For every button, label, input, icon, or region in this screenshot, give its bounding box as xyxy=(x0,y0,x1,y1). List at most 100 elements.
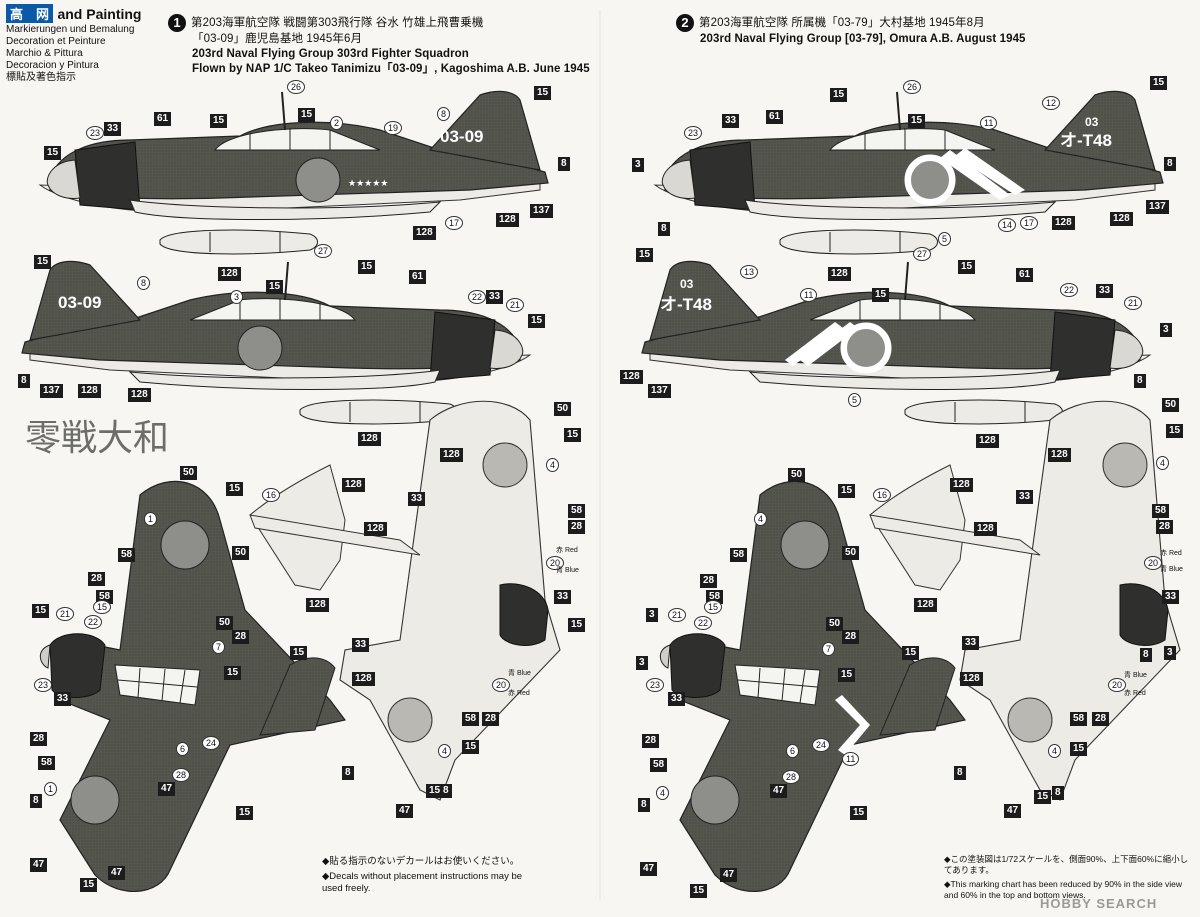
callout-128-e: 128 xyxy=(128,388,151,402)
callout-3-f: 3 xyxy=(636,656,648,670)
callout-4-c: 4 xyxy=(1156,456,1170,470)
callout-15-c: 15 xyxy=(534,86,552,100)
language-line-3: Decoracion y Pintura xyxy=(6,60,99,71)
callout-4-b: 4 xyxy=(438,744,452,758)
legend-blue-2: 青 Blue xyxy=(508,670,531,677)
scheme2-fuselage-band-1 xyxy=(940,150,1010,200)
legend-red-2: 赤 Red xyxy=(508,690,530,697)
callout-128-h: 128 xyxy=(342,478,365,492)
callout-33-i: 33 xyxy=(1016,490,1034,504)
zero-logo-kanji: 零戦大和 xyxy=(25,417,169,458)
callout-7-a: 7 xyxy=(212,640,226,654)
callout-23-a: 23 xyxy=(86,126,105,140)
callout-8-g: 8 xyxy=(30,794,42,808)
callout-15-j: 15 xyxy=(226,482,244,496)
callout-15-v: 15 xyxy=(908,114,926,128)
callout-15-ad: 15 xyxy=(838,668,856,682)
callout-28-i: 28 xyxy=(842,630,860,644)
scheme2-jp-line: 第203海軍航空隊 所属機「03-79」大村基地 1945年8月 xyxy=(699,17,985,30)
callout-15-n: 15 xyxy=(290,646,308,660)
callout-58-a: 58 xyxy=(568,504,586,518)
callout-8-c: 8 xyxy=(137,276,151,290)
callout-4-a: 4 xyxy=(546,458,560,472)
scheme1-droptank-1 xyxy=(159,229,318,255)
callout-12: 12 xyxy=(1042,96,1061,110)
callout-15-q: 15 xyxy=(426,784,444,798)
callout-50-d: 50 xyxy=(216,616,234,630)
callout-8-j: 8 xyxy=(1134,374,1146,388)
callout-128-b: 128 xyxy=(413,226,436,240)
callout-23-c: 23 xyxy=(684,126,703,140)
callout-15-ah: 15 xyxy=(690,884,708,898)
callout-2: 2 xyxy=(330,116,344,130)
callout-128-u: 128 xyxy=(960,672,983,686)
callout-21-b: 21 xyxy=(56,607,75,621)
callout-15-m: 15 xyxy=(568,618,586,632)
callout-128-p: 128 xyxy=(976,434,999,448)
callout-15-af: 15 xyxy=(1034,790,1052,804)
language-line-4: 標貼及著色指示 xyxy=(6,72,76,83)
callout-28-k: 28 xyxy=(642,734,660,748)
scheme1-side-view-left xyxy=(39,90,549,221)
scheme2-tail-code-top: 03 xyxy=(1085,115,1099,129)
callout-33-b: 33 xyxy=(486,290,504,304)
site-logo: 高 网 xyxy=(6,4,54,23)
scheme1-hinomaru-side xyxy=(295,157,341,203)
language-line-0: Markierungen und Bemalung xyxy=(6,24,135,35)
callout-8-h: 8 xyxy=(1164,157,1176,171)
callout-23-d: 23 xyxy=(646,678,665,692)
note-right-jp: ◆この塗装図は1/72スケールを、側面90%、上下面60%に縮小してあります。 xyxy=(944,854,1189,875)
callout-27-b: 27 xyxy=(913,247,932,261)
callout-137-c: 137 xyxy=(1146,200,1169,214)
callout-128-t: 128 xyxy=(914,598,937,612)
callout-17-b: 17 xyxy=(1020,216,1039,230)
callout-24-b: 24 xyxy=(812,738,831,752)
scheme1-hinomaru-side-2 xyxy=(237,325,283,371)
callout-50-f: 50 xyxy=(788,468,806,482)
notes-left: ◆貼る指示のないデカールはお使いください。 ◆Decals without pl… xyxy=(322,856,542,898)
scheme2-hinomaru-side xyxy=(909,159,951,201)
callout-15-w: 15 xyxy=(636,248,654,262)
header-block: 高 网 and Painting Markierungen und Bemalu… xyxy=(6,4,156,84)
callout-50-b: 50 xyxy=(180,466,198,480)
callout-47-b: 47 xyxy=(396,804,414,818)
callout-15-p: 15 xyxy=(462,740,480,754)
callout-22-a: 22 xyxy=(468,290,487,304)
callout-20-d: 20 xyxy=(1108,678,1127,692)
callout-15-z: 15 xyxy=(1166,424,1184,438)
scheme2-fuselage-band-2 xyxy=(955,148,1025,195)
scheme2-number-badge: 2 xyxy=(676,14,694,32)
callout-8-d: 8 xyxy=(18,374,30,388)
scheme1-number-badge: 1 xyxy=(168,14,186,32)
callout-28-c: 28 xyxy=(232,630,250,644)
callout-58-f: 58 xyxy=(1152,504,1170,518)
callout-128-l: 128 xyxy=(1110,212,1133,226)
legend-blue-3: 青 Blue xyxy=(1160,566,1183,573)
callout-47-c: 47 xyxy=(30,858,48,872)
language-line-2: Marchio & Pittura xyxy=(6,48,83,59)
callout-20-b: 20 xyxy=(492,678,511,692)
callout-28-a: 28 xyxy=(568,520,586,534)
callout-1-b: 1 xyxy=(44,782,58,796)
callout-33-j: 33 xyxy=(1162,590,1180,604)
callout-128-k: 128 xyxy=(352,672,375,686)
scheme1-jp-line2: 「03-09」鹿児島基地 1945年6月 xyxy=(192,33,363,45)
callout-13: 13 xyxy=(740,265,759,279)
callout-137-d: 137 xyxy=(648,384,671,398)
callout-47-e: 47 xyxy=(770,784,788,798)
callout-8-a: 8 xyxy=(437,107,451,121)
callout-137-a: 137 xyxy=(530,204,553,218)
callout-28-e: 28 xyxy=(30,732,48,746)
callout-11-a: 11 xyxy=(980,116,998,130)
callout-15-x: 15 xyxy=(958,260,976,274)
callout-33-k: 33 xyxy=(962,636,980,650)
callout-11-b: 11 xyxy=(800,288,818,302)
scheme2-tail-code-main-2: オ-T48 xyxy=(660,295,712,314)
callout-50-e: 50 xyxy=(1162,398,1180,412)
callout-15-k: 15 xyxy=(32,604,50,618)
callout-22-c: 22 xyxy=(1060,283,1079,297)
callout-33-l: 33 xyxy=(668,692,686,706)
watermark: HOBBY SEARCH xyxy=(1040,896,1158,911)
callout-16-a: 16 xyxy=(262,488,281,502)
callout-128-s: 128 xyxy=(974,522,997,536)
